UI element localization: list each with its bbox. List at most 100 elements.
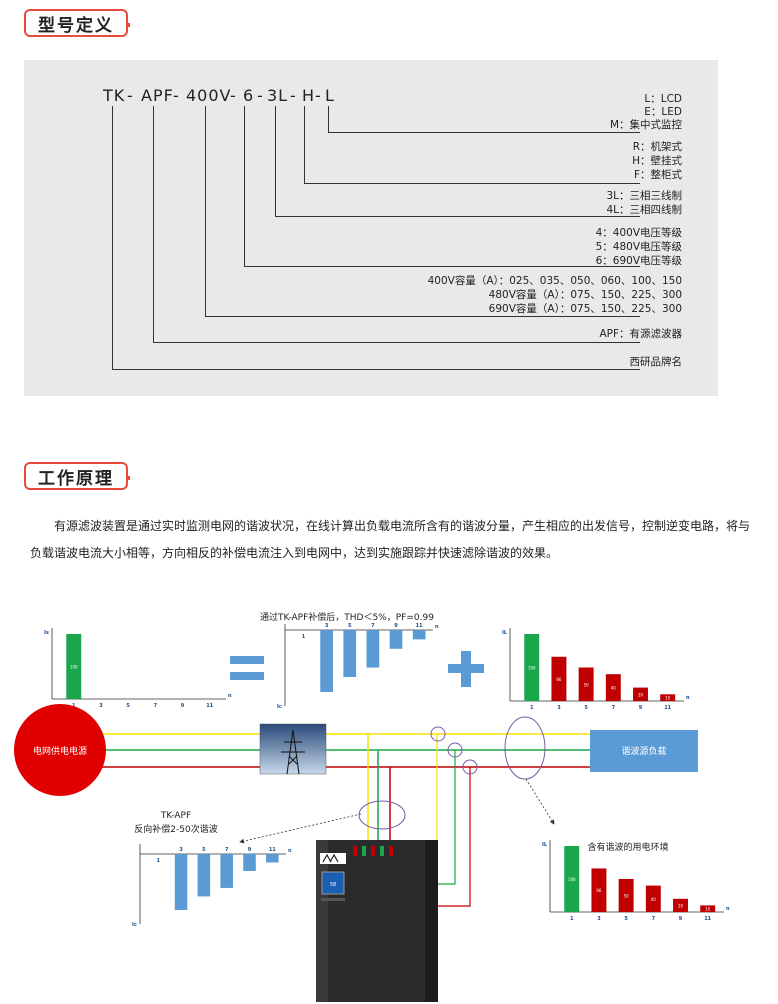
tick-label: 7 <box>612 705 616 711</box>
x-axis-label: n <box>288 848 292 854</box>
connector-product-h <box>153 342 640 343</box>
option-voltage-6: 6：690V电压等级 <box>596 253 682 268</box>
bar-h3 <box>175 854 188 910</box>
load-current-ellipse <box>505 717 545 779</box>
connector-wiring <box>275 106 276 217</box>
arrow-to-apf-chart <box>240 814 361 842</box>
connector-brand-h <box>112 369 640 370</box>
device-screen-value: 58 <box>330 882 336 888</box>
bar-value-label: 50 <box>624 894 630 899</box>
tick-label: 9 <box>679 916 683 922</box>
code-display: L <box>325 86 335 105</box>
bar-h5 <box>343 630 356 677</box>
connector-install <box>304 106 305 184</box>
bar-h11 <box>413 630 426 639</box>
tick-label: 9 <box>394 623 398 629</box>
x-axis-label: n <box>228 693 232 699</box>
code-sep: - <box>173 86 180 105</box>
x-axis-label: n <box>435 624 439 630</box>
option-product: APF：有源滤波器 <box>599 326 682 341</box>
tick-label: 3 <box>99 703 103 709</box>
tick-label: 7 <box>154 703 158 709</box>
bar-value-label: 20 <box>678 903 684 908</box>
code-sep: - <box>257 86 264 105</box>
bar-value-label: 10 <box>665 696 671 701</box>
bar-value-label: 100 <box>70 665 78 670</box>
bar-value-label: 100 <box>528 666 536 671</box>
tick-label: 1 <box>570 916 574 922</box>
connector-display-h <box>328 132 640 133</box>
y-axis-label: Ic <box>277 704 282 710</box>
tick-label: 5 <box>348 623 352 629</box>
option-wiring-4l: 4L：三相四线制 <box>606 202 682 217</box>
plus-sign <box>448 651 484 687</box>
tick-label: 3 <box>179 847 183 853</box>
y-axis-label: IL <box>542 842 548 848</box>
bar-h7 <box>220 854 233 888</box>
tick-label: 9 <box>181 703 185 709</box>
environment-label: 含有谐波的用电环境 <box>587 841 668 853</box>
bar-h9 <box>243 854 256 871</box>
bar-value-label: 40 <box>651 897 657 902</box>
tick-label: 3 <box>597 916 601 922</box>
tick-label: 9 <box>639 705 643 711</box>
code-wiring: 3L <box>267 86 288 105</box>
option-capacity-400v: 400V容量（A）：025、035、050、060、100、150 <box>428 273 682 288</box>
connector-product <box>153 106 154 343</box>
bar-h3 <box>320 630 333 692</box>
tick-label: 5 <box>126 703 130 709</box>
y-axis-label: Is <box>44 630 49 636</box>
bar-value-label: 66 <box>596 888 602 893</box>
tick-label: 5 <box>624 916 628 922</box>
bar-value-label: 66 <box>556 677 562 682</box>
power-source: 电网供电电源 <box>14 704 106 796</box>
apf-current-ellipse <box>359 801 405 829</box>
option-install-cabinet: F：整柜式 <box>634 167 682 182</box>
option-capacity-690v: 690V容量（A）：075、150、225、300 <box>489 301 682 316</box>
tick-label: 11 <box>269 847 276 853</box>
device-logo <box>320 853 346 864</box>
option-voltage-5: 5：480V电压等级 <box>596 239 682 254</box>
tick-label: 1 <box>157 858 161 864</box>
tick-label: 5 <box>202 847 206 853</box>
connector-display <box>328 106 329 133</box>
tick-label: 11 <box>664 705 671 711</box>
harmonic-load-label: 谐波源负载 <box>621 745 666 757</box>
option-wiring-3l: 3L：三相三线制 <box>606 188 682 203</box>
tick-label: 11 <box>416 623 423 629</box>
code-voltage-capacity: 400V <box>186 86 231 105</box>
apf-model-label: TK-APF <box>160 811 191 821</box>
tick-label: 5 <box>584 705 588 711</box>
connector-wiring-h <box>275 216 640 217</box>
bar-value-label: 40 <box>611 686 617 691</box>
tick-label: 11 <box>704 916 711 922</box>
x-axis-label: n <box>726 906 730 912</box>
arrow-to-environment-chart <box>526 779 554 824</box>
y-axis-label: IL <box>502 630 508 636</box>
connector-brand <box>112 106 113 370</box>
connector-capacity <box>205 106 206 317</box>
tick-label: 7 <box>225 847 229 853</box>
tick-label: 3 <box>325 623 329 629</box>
after-compensation-label: 通过TK-APF补偿后，THD＜5%，PF=0.99 <box>260 611 434 623</box>
harmonic-load: 谐波源负载 <box>590 730 698 772</box>
option-voltage-4: 4：400V电压等级 <box>596 225 682 240</box>
bar-value-label: 100 <box>568 877 576 882</box>
apf-device: 58 <box>316 840 438 1002</box>
power-source-label: 电网供电电源 <box>33 745 87 757</box>
option-install-rack: R：机架式 <box>633 139 682 154</box>
option-capacity-480v: 480V容量（A）：075、150、225、300 <box>489 287 682 302</box>
x-axis-label: n <box>686 695 690 701</box>
bar-value-label: 50 <box>584 682 590 687</box>
tick-label: 7 <box>652 916 656 922</box>
tick-label: 9 <box>248 847 252 853</box>
tick-label: 11 <box>206 703 213 709</box>
bar-value-label: 20 <box>638 692 644 697</box>
section-title-model: 型号定义 <box>24 9 128 37</box>
tick-label: 1 <box>302 634 306 640</box>
bar-h11 <box>266 854 279 862</box>
y-axis-label: Ic <box>132 922 137 928</box>
tick-label: 1 <box>530 705 534 711</box>
